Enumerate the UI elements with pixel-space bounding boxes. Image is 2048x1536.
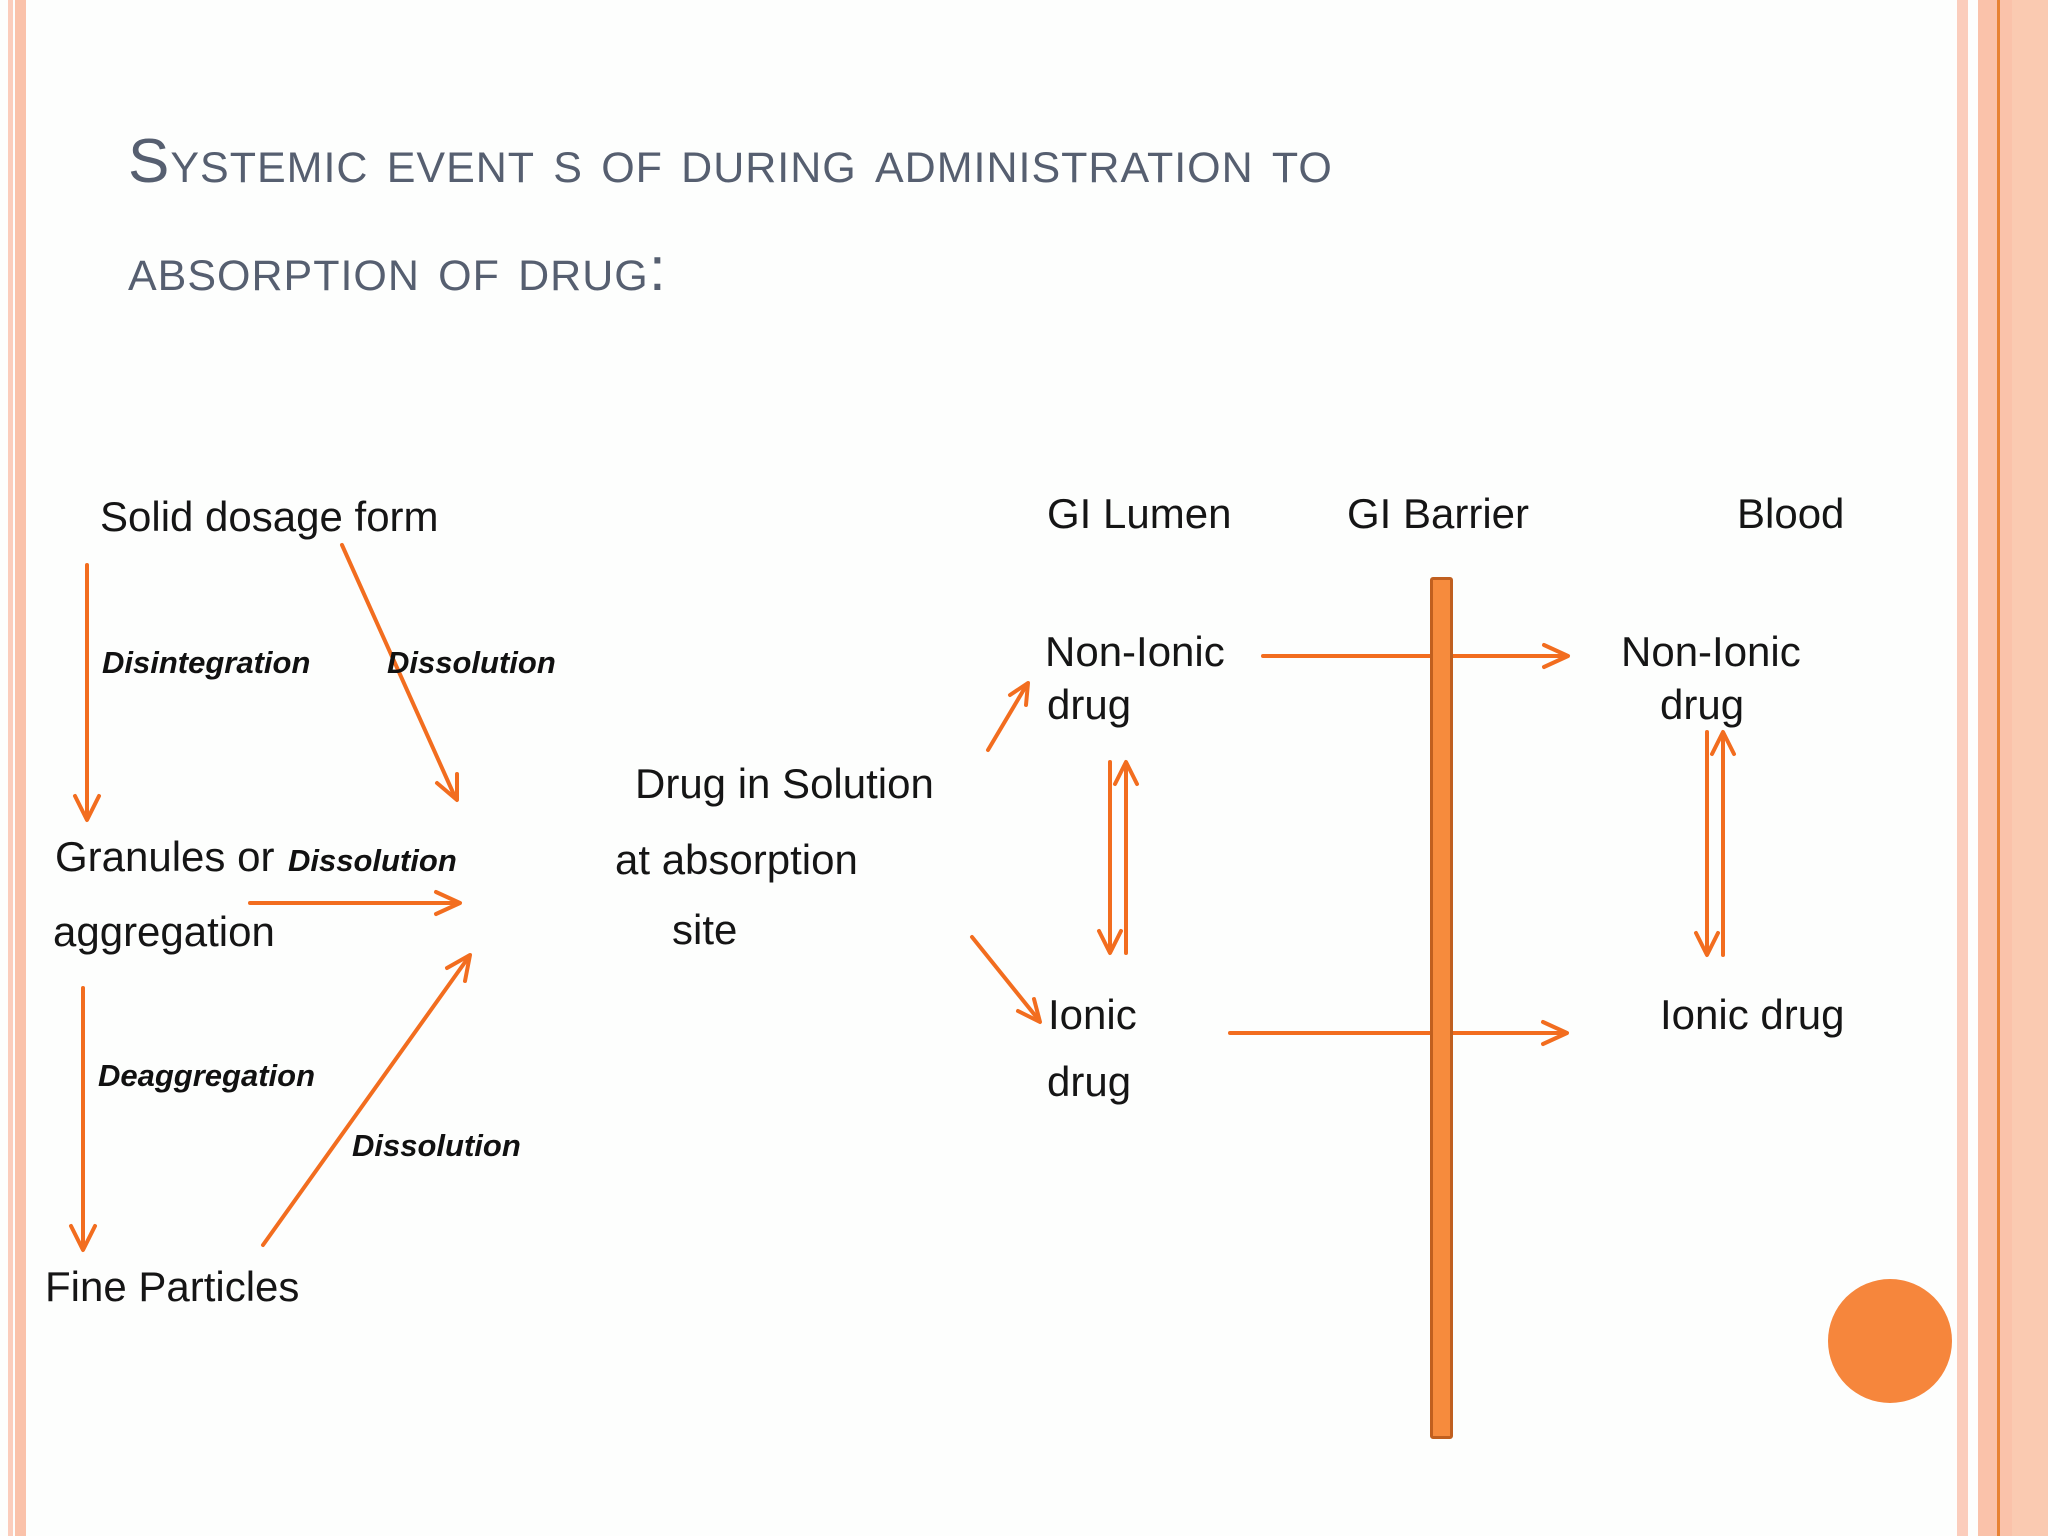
column-header-blood: Blood (1737, 490, 1845, 537)
column-header-gi-lumen: GI Lumen (1047, 490, 1232, 537)
arrow-dissolution-top (340, 543, 457, 799)
label-dissolution-mid: Dissolution (288, 843, 457, 878)
right-border-stripe-thin (1957, 0, 1968, 1536)
arrowhead-to-nonionic (1008, 681, 1030, 707)
label-dissolution-top: Dissolution (387, 645, 556, 680)
right-border-stripe-outer (2012, 0, 2048, 1536)
orange-circle-icon (1828, 1279, 1952, 1403)
label-blood-ionic: Ionic drug (1660, 991, 1845, 1038)
left-border-stripe-thin (8, 0, 13, 1536)
arrowhead-ionic-cross-barrier (1541, 1020, 1569, 1046)
arrowhead-blood-equilibrium-up (1710, 730, 1736, 756)
label-drug-in-solution-line2: at absorption (615, 836, 858, 883)
arrowhead-blood-equilibrium-down (1694, 931, 1720, 957)
gi-barrier-bar-icon (1430, 577, 1453, 1439)
arrowhead-deaggregation (69, 1224, 97, 1252)
label-drug-in-solution-line1: Drug in Solution (635, 760, 934, 807)
label-granules-line1: Granules or (55, 833, 275, 880)
title-line-1: Systemic event s of during administratio… (128, 127, 1333, 196)
arrow-to-ionic (970, 935, 1040, 1021)
label-blood-nonionic-line2: drug (1660, 681, 1745, 728)
label-fine-particles: Fine Particles (45, 1263, 300, 1310)
arrowhead-nonionic-cross-barrier (1542, 643, 1570, 669)
left-border-stripe-wide (15, 0, 26, 1536)
label-lumen-ionic-line1: Ionic (1048, 991, 1137, 1038)
arrowhead-lumen-equilibrium-down (1097, 929, 1123, 955)
label-lumen-nonionic-line1: Non-Ionic (1045, 628, 1225, 675)
label-disintegration: Disintegration (102, 645, 311, 680)
page-title: Systemic event s of during administratio… (128, 108, 1828, 324)
label-drug-in-solution-line3: site (672, 906, 738, 953)
arrowhead-to-ionic (1016, 997, 1042, 1024)
label-blood-nonionic-line1: Non-Ionic (1621, 628, 1801, 675)
arrow-dissolution-bottom (261, 956, 470, 1247)
label-solid-dosage-form: Solid dosage form (100, 493, 439, 540)
arrow-to-nonionic (986, 684, 1028, 752)
arrowhead-dissolution-mid (434, 890, 462, 916)
label-granules-line2: aggregation (53, 908, 275, 955)
arrowhead-dissolution-top (435, 772, 459, 802)
label-lumen-ionic-line2: drug (1047, 1058, 1132, 1105)
title-line-2: absorption of drug: (128, 235, 667, 304)
label-lumen-nonionic-line2: drug (1047, 681, 1132, 728)
label-deaggregation: Deaggregation (98, 1058, 316, 1093)
arrowhead-disintegration (73, 794, 101, 822)
column-header-gi-barrier: GI Barrier (1347, 490, 1530, 537)
right-border-accent-line (1997, 0, 2000, 1536)
arrowhead-lumen-equilibrium-up (1113, 760, 1139, 786)
label-dissolution-bottom: Dissolution (352, 1128, 521, 1163)
arrowhead-dissolution-bottom (445, 953, 472, 983)
